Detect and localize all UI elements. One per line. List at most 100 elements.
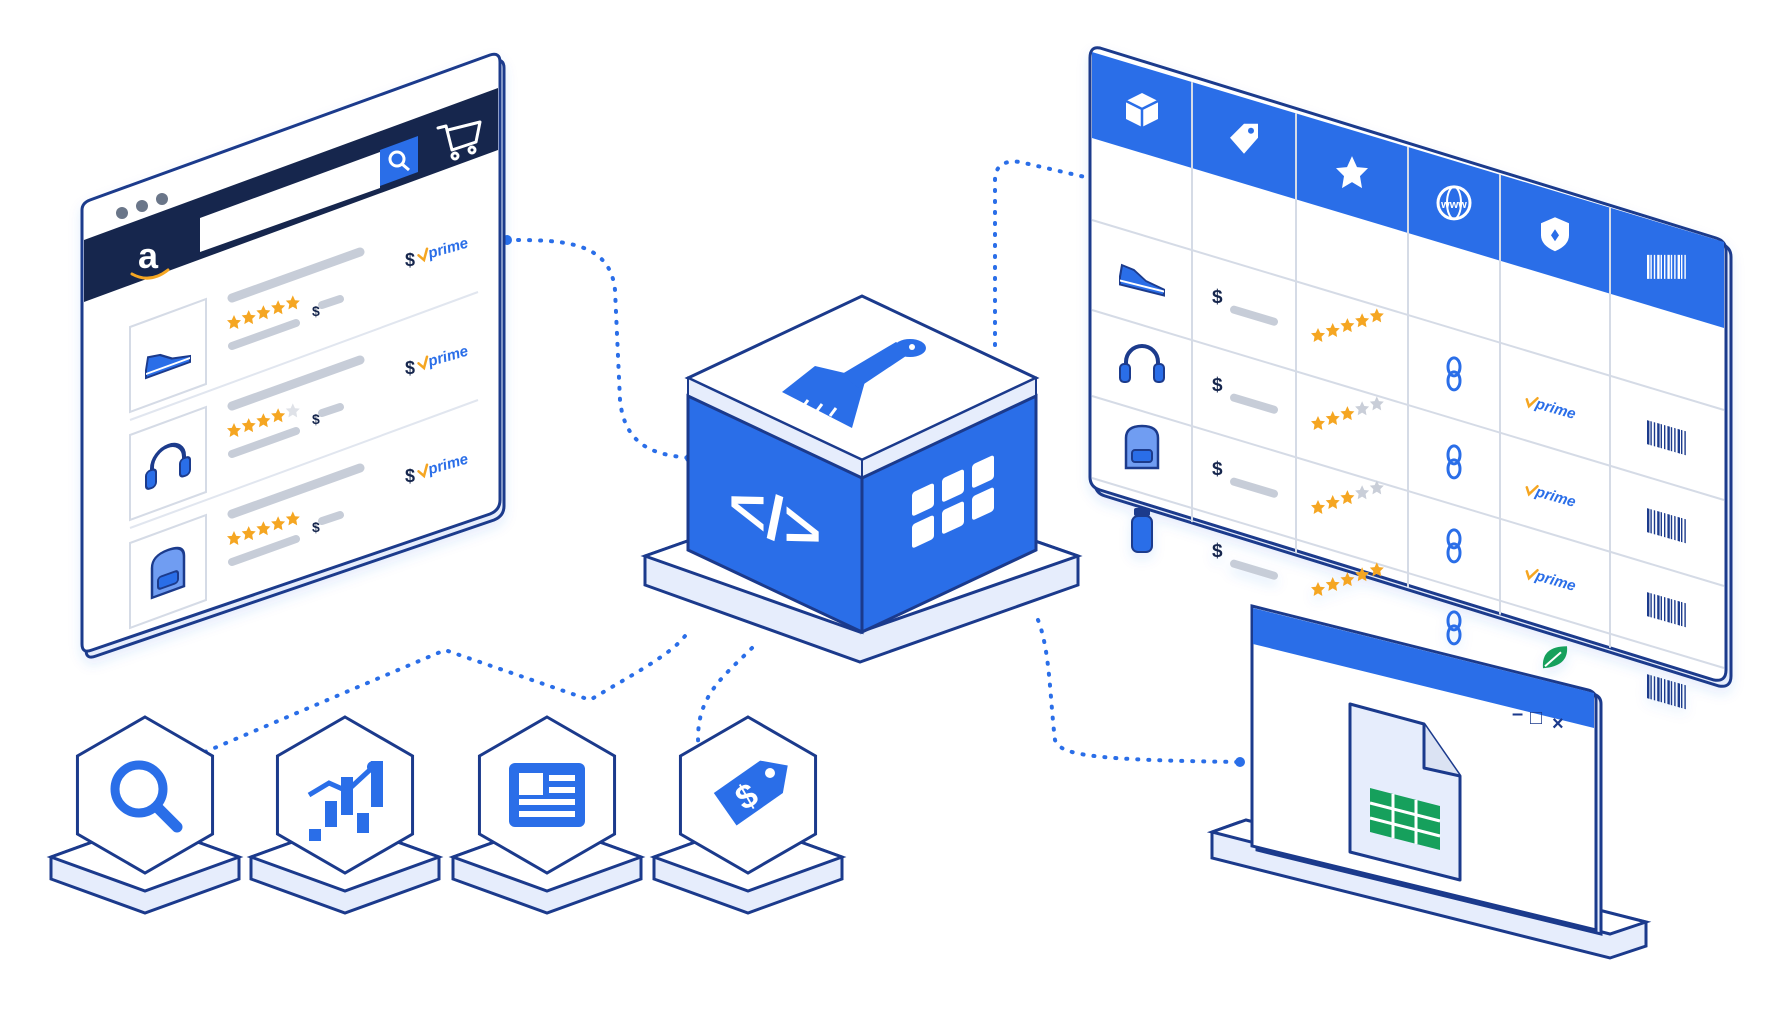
rating-star — [1355, 567, 1370, 582]
feature-tiles: $ — [46, 715, 847, 915]
search-icon — [110, 760, 183, 833]
dollar-tag-icon: $ — [713, 760, 788, 826]
rating-star — [241, 418, 256, 433]
feature-tile[interactable] — [448, 715, 646, 915]
scraper-hub: </> — [640, 294, 1083, 664]
search-button[interactable] — [380, 136, 418, 186]
price-symbol: $ — [1212, 287, 1223, 308]
window-dots — [116, 193, 168, 219]
rating-star — [285, 511, 300, 526]
barcode-icon — [1647, 674, 1686, 710]
chain-link-icon[interactable] — [1446, 528, 1462, 564]
price-symbol: $ — [312, 411, 320, 427]
backpack-icon — [150, 546, 186, 600]
rating-star — [1311, 327, 1325, 342]
price-symbol: $ — [405, 466, 415, 486]
scraper-spatula-icon — [782, 339, 926, 428]
feature-tile[interactable] — [246, 715, 444, 915]
spreadsheet-file-icon — [1348, 702, 1462, 882]
search-icon — [388, 150, 410, 172]
price-placeholder — [1230, 477, 1278, 498]
rating-star — [1369, 562, 1384, 577]
spreadsheet-window: – □ × — [1206, 604, 1652, 960]
data-table-panel: www $prime$prime$prime$ — [1088, 46, 1733, 710]
rating-star — [1355, 401, 1370, 416]
price-symbol: $ — [405, 250, 415, 270]
title-placeholder — [227, 463, 365, 519]
chain-link-icon[interactable] — [1446, 610, 1462, 646]
product-card[interactable]: $$prime — [129, 343, 479, 529]
rating-star — [285, 295, 300, 310]
product-card[interactable]: $$prime — [129, 235, 479, 421]
shield-icon — [1541, 217, 1569, 252]
product-browser-window: a $$prime$$prime$$prime — [80, 52, 506, 659]
price-symbol: $ — [312, 303, 320, 319]
table-grid — [1091, 82, 1725, 669]
close-button[interactable]: × — [1552, 713, 1564, 735]
window-controls[interactable]: – □ × — [1512, 703, 1564, 735]
table-row[interactable]: $ — [1131, 508, 1686, 710]
search-input[interactable] — [200, 152, 380, 252]
table-row[interactable]: $prime — [1124, 424, 1686, 628]
barcode-icon — [1647, 420, 1686, 456]
price-placeholder — [1230, 393, 1278, 414]
rating-star — [1311, 499, 1325, 514]
row-divider — [129, 291, 479, 421]
rating-star — [271, 516, 286, 531]
rating-star — [256, 521, 271, 536]
rating-star — [285, 403, 300, 418]
table-rows: $prime$prime$prime$ — [1119, 263, 1686, 710]
rating-star — [1355, 313, 1370, 328]
rating-star — [1325, 495, 1340, 510]
price-tag-icon — [1230, 123, 1258, 154]
chain-link-icon[interactable] — [1446, 444, 1462, 480]
cart-icon[interactable] — [436, 120, 482, 161]
rating-star — [1340, 406, 1355, 421]
svg-text:a: a — [138, 235, 159, 276]
headphones-icon — [145, 442, 191, 490]
table-row[interactable]: $prime — [1119, 344, 1686, 544]
minimize-button[interactable]: – — [1512, 703, 1523, 725]
rating-star — [227, 315, 241, 329]
product-card[interactable]: $$prime — [129, 451, 470, 630]
leaf-icon — [1542, 646, 1568, 669]
rating-star — [271, 300, 286, 315]
table-header-icons: www — [1125, 93, 1686, 279]
star-icon — [1336, 156, 1368, 189]
maximize-button[interactable]: □ — [1530, 707, 1542, 729]
rating-star — [1325, 577, 1340, 592]
grid-icon — [912, 455, 994, 548]
price-placeholder — [1230, 559, 1278, 580]
bottle-icon — [1131, 508, 1153, 554]
product-list: $$prime$$prime$$prime — [129, 235, 479, 630]
store-logo-icon: a — [130, 235, 170, 280]
www-label: www — [1440, 199, 1467, 211]
rating-star — [271, 408, 286, 423]
rating-star — [1311, 581, 1325, 596]
rating-star — [1325, 323, 1340, 338]
rating-star — [1311, 415, 1325, 430]
rating-star — [1369, 396, 1384, 411]
rating-star — [227, 423, 241, 437]
rating-star — [1340, 318, 1355, 333]
title-placeholder — [227, 355, 365, 411]
chain-link-icon[interactable] — [1446, 356, 1462, 392]
feature-tile[interactable]: $ — [649, 715, 847, 915]
rating-star — [1325, 411, 1340, 426]
title-placeholder — [227, 247, 365, 303]
price-symbol: $ — [405, 358, 415, 378]
rating-star — [256, 305, 271, 320]
rating-star — [1340, 572, 1355, 587]
barcode-icon — [1647, 592, 1686, 628]
rating-star — [1369, 480, 1384, 495]
rating-star — [241, 310, 256, 325]
price-placeholder — [1230, 305, 1278, 326]
rating-star — [256, 413, 271, 428]
box-icon — [1125, 93, 1159, 128]
table-row[interactable]: $prime — [1119, 263, 1686, 456]
www-globe-icon: www — [1436, 185, 1472, 221]
price-symbol: $ — [312, 519, 320, 535]
price-symbol: $ — [1212, 375, 1223, 396]
feature-tile[interactable] — [46, 715, 244, 915]
growth-chart-icon — [307, 761, 383, 841]
